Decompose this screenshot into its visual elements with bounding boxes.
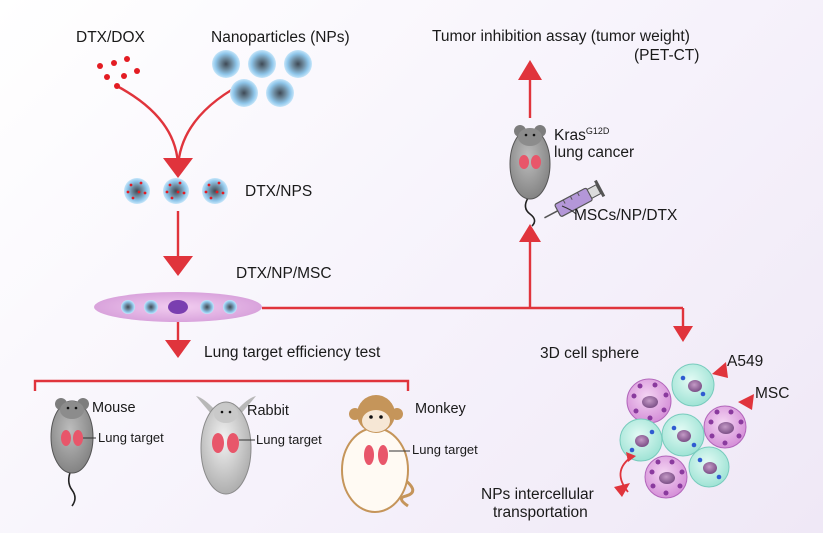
label-injection: MSCs/NP/DTX <box>574 207 678 224</box>
drug-dots <box>97 56 140 89</box>
arrow-up-assay <box>518 60 542 80</box>
label-dtx-nps: DTX/NPS <box>245 183 313 200</box>
arrow-heads <box>163 60 754 497</box>
loaded-np <box>124 178 150 204</box>
rabbit-illustration <box>196 396 256 495</box>
label-nanoparticles: Nanoparticles (NPs) <box>211 29 350 46</box>
msc-platform <box>94 292 262 322</box>
a549-cell <box>619 418 663 462</box>
nanoparticle <box>212 50 240 78</box>
label-msc: MSC <box>755 385 790 402</box>
animal-bracket <box>33 379 410 391</box>
kras-mutation: G12D <box>585 126 610 136</box>
arrow-down-1 <box>163 158 193 178</box>
monkey-illustration <box>341 395 415 513</box>
pointer-a549 <box>712 362 728 378</box>
cancer-mouse-illustration <box>509 125 551 227</box>
label-dtx-np-msc: DTX/NP/MSC <box>236 265 332 282</box>
loaded-np <box>202 178 228 204</box>
transport-arrow <box>619 457 631 493</box>
arrow-down-2 <box>163 256 193 276</box>
nanoparticle <box>284 50 312 78</box>
nanoparticle <box>230 79 258 107</box>
label-kras: KrasG12D <box>554 126 610 144</box>
label-lung-target-rabbit: Lung target <box>256 432 322 447</box>
kras-base: Kras <box>554 127 586 144</box>
loaded-np <box>163 178 189 204</box>
label-lung-cancer: lung cancer <box>554 144 635 161</box>
arrow-down-sphere <box>673 326 693 342</box>
pointer-msc <box>738 394 754 410</box>
label-tumor-assay: Tumor inhibition assay (tumor weight) <box>432 28 690 45</box>
transport-arrow-head <box>626 452 636 462</box>
nanoparticles-group <box>212 50 312 107</box>
nanoparticle <box>266 79 294 107</box>
funnel-right-branch <box>176 83 241 169</box>
label-a549: A549 <box>727 353 764 370</box>
a549-cell <box>671 363 715 407</box>
pointer-transport <box>614 483 630 497</box>
msc-cell <box>626 378 672 424</box>
mouse-illustration <box>50 398 96 507</box>
label-mouse: Mouse <box>92 400 136 416</box>
label-dtx-dox: DTX/DOX <box>76 29 145 46</box>
loaded-nanoparticles <box>124 178 228 204</box>
cell-sphere <box>619 363 747 499</box>
label-lung-target-test: Lung target efficiency test <box>204 344 381 361</box>
msc-cell <box>644 455 688 499</box>
label-monkey: Monkey <box>415 401 466 417</box>
label-lung-target-monkey: Lung target <box>412 442 478 457</box>
arrow-up-mouse <box>519 224 541 242</box>
label-lung-target-mouse: Lung target <box>98 430 164 445</box>
funnel-left-branch <box>114 83 180 169</box>
syringe-icon <box>544 179 606 219</box>
label-3d-cell-sphere: 3D cell sphere <box>540 345 640 362</box>
label-nps-transport-line2: transportation <box>493 504 588 521</box>
label-pet-ct: (PET-CT) <box>634 47 700 64</box>
msc-cell <box>703 405 747 449</box>
connector-lines <box>33 80 685 391</box>
a549-cell <box>661 413 705 457</box>
label-nps-transport-line1: NPs intercellular <box>481 486 594 503</box>
injection-pointer <box>561 205 577 215</box>
nanoparticle <box>248 50 276 78</box>
arrow-down-3 <box>165 340 191 358</box>
a549-cell <box>688 446 730 488</box>
label-rabbit: Rabbit <box>247 403 289 419</box>
